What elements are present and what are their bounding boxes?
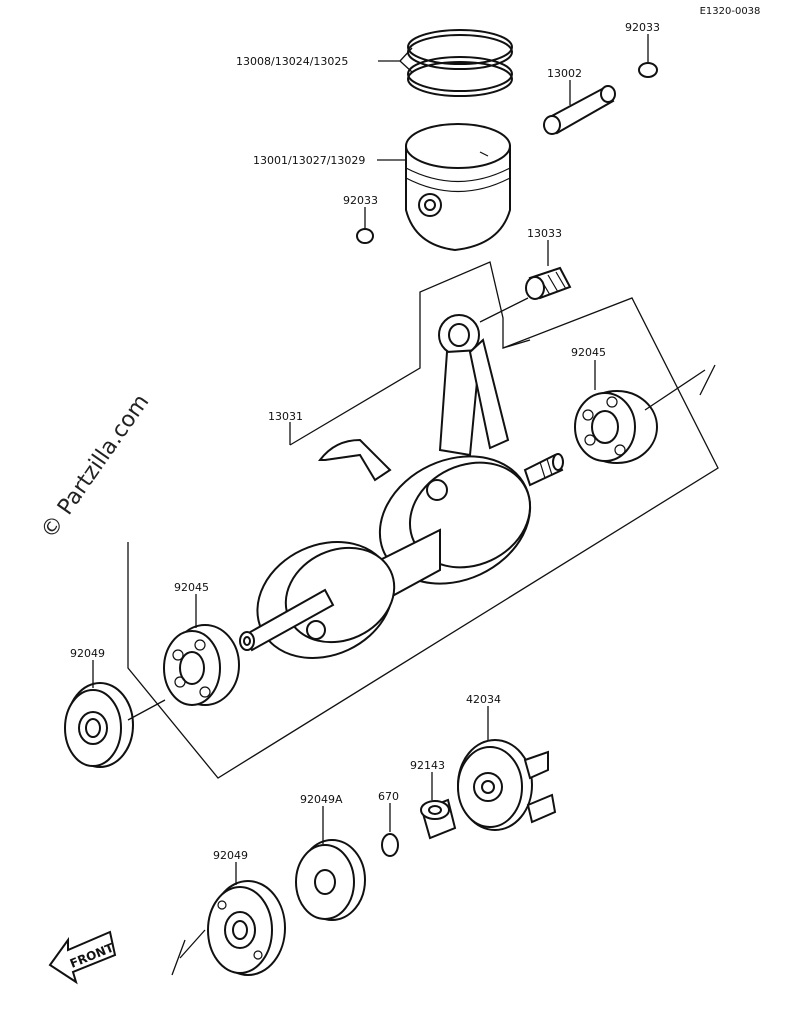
part-label-bearing-left: 92045	[174, 581, 209, 594]
bearing-left[interactable]	[163, 624, 240, 706]
bearing-right[interactable]	[574, 390, 658, 464]
diagram-code: E1320-0038	[700, 6, 761, 17]
part-label-rotor: 42034	[466, 693, 501, 706]
part-label-bearing-right: 92045	[571, 346, 606, 359]
part-label-needle-bearing: 13033	[527, 227, 562, 240]
collar[interactable]	[420, 798, 457, 840]
part-label-crankshaft: 13031	[268, 410, 303, 423]
part-label-piston-pin: 13002	[547, 67, 582, 80]
part-label-rings: 13008/13024/13025	[236, 55, 348, 68]
seal-plate[interactable]	[295, 839, 366, 921]
crankshaft[interactable]	[238, 433, 564, 680]
part-label-seal-left: 92049	[70, 647, 105, 660]
part-label-piston: 13001/13027/13029	[253, 154, 365, 167]
connecting-rod[interactable]	[438, 314, 510, 457]
part-label-collar: 92143	[410, 759, 445, 772]
piston-pin[interactable]	[543, 85, 616, 135]
seal-left[interactable]	[64, 682, 134, 768]
part-label-circlip-top: 92033	[625, 21, 660, 34]
circlip-left[interactable]	[356, 228, 374, 244]
piston[interactable]	[405, 123, 511, 252]
needle-bearing[interactable]	[525, 266, 572, 300]
watermark-text: © Partzilla.com	[36, 390, 154, 543]
part-label-seal-bottom: 92049	[213, 849, 248, 862]
piston-rings[interactable]	[407, 29, 513, 97]
circlip-top[interactable]	[638, 62, 658, 78]
part-label-circlip-left: 92033	[343, 194, 378, 207]
rotary-valve-rotor[interactable]	[457, 739, 557, 831]
o-ring[interactable]	[381, 833, 399, 857]
part-label-o-ring: 670	[378, 790, 399, 803]
seal-bottom[interactable]	[207, 880, 286, 976]
front-direction-arrow: FRONT	[48, 930, 116, 985]
part-label-seal-plate: 92049A	[300, 793, 343, 806]
